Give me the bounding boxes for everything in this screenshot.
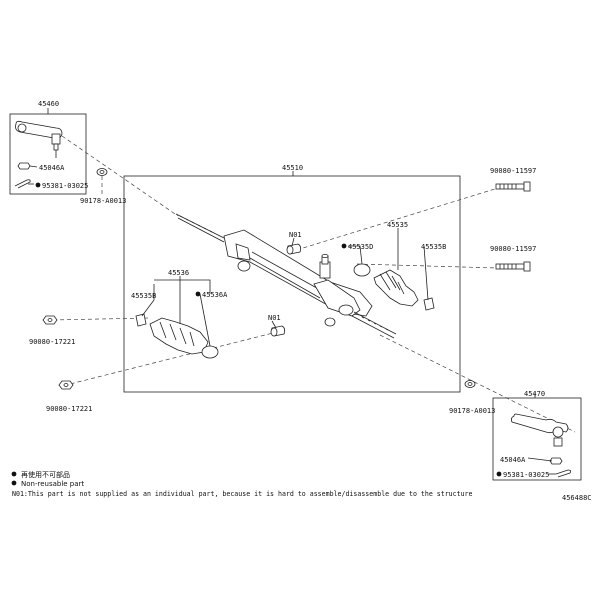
label-90080-17221-a: 90080-17221 bbox=[29, 338, 75, 346]
label-45536: 45536 bbox=[168, 269, 189, 277]
nut-left-drawing bbox=[17, 162, 31, 170]
label-n01-upper: N01 bbox=[289, 231, 302, 239]
label-45470: 45470 bbox=[524, 390, 545, 398]
diagram-id: 456488C bbox=[562, 494, 592, 502]
label-45535: 45535 bbox=[387, 221, 408, 229]
label-45535d: 45535D bbox=[348, 243, 373, 251]
boot-left-drawing bbox=[135, 313, 219, 359]
bolt-upper-drawing bbox=[495, 181, 531, 192]
label-90080-11597-lower: 90080-11597 bbox=[490, 245, 536, 253]
bolt-lower-drawing bbox=[495, 261, 531, 272]
label-95381-03025-right: 95381-03025 bbox=[503, 471, 549, 479]
label-95381-03025-left: 95381-03025 bbox=[42, 182, 88, 190]
label-45535b-left: 45535B bbox=[131, 292, 156, 300]
washer-right-drawing bbox=[464, 380, 476, 388]
boot-right-drawing bbox=[353, 263, 435, 311]
n01-lower-drawing bbox=[270, 325, 286, 337]
pin-left-drawing bbox=[14, 179, 31, 189]
label-45046a-right: 45046A bbox=[500, 456, 526, 464]
label-90080-11597-upper: 90080-11597 bbox=[490, 167, 536, 175]
label-45535b-right: 45535B bbox=[421, 243, 446, 251]
label-90178-a0013-left: 90178-A0013 bbox=[80, 197, 126, 205]
rack-assembly-drawing bbox=[175, 213, 397, 339]
label-n01-lower: N01 bbox=[268, 314, 281, 322]
tie-rod-end-left-drawing bbox=[15, 120, 63, 158]
nut-a-drawing bbox=[42, 315, 58, 325]
legend-n01-note: N01:This part is not supplied as an indi… bbox=[12, 490, 473, 498]
label-45460: 45460 bbox=[38, 100, 59, 108]
n01-upper-drawing bbox=[286, 243, 302, 255]
legend-line-2: Non-reusable part bbox=[21, 480, 84, 488]
legend-line-1: 再使用不可部品 bbox=[21, 470, 70, 479]
label-90080-17221-b: 90080-17221 bbox=[46, 405, 92, 413]
right-tie-rod-box bbox=[492, 397, 582, 481]
washer-left-drawing bbox=[96, 168, 108, 176]
nut-b-drawing bbox=[58, 380, 74, 390]
label-90178-a0013-right: 90178-A0013 bbox=[449, 407, 495, 415]
pin-right-drawing bbox=[555, 469, 572, 478]
label-45046a-left: 45046A bbox=[39, 164, 65, 172]
rack-assembly-box bbox=[123, 175, 461, 393]
tie-rod-end-right-drawing bbox=[510, 413, 569, 447]
label-45510: 45510 bbox=[282, 164, 303, 172]
label-45536a: 45536A bbox=[202, 291, 228, 299]
